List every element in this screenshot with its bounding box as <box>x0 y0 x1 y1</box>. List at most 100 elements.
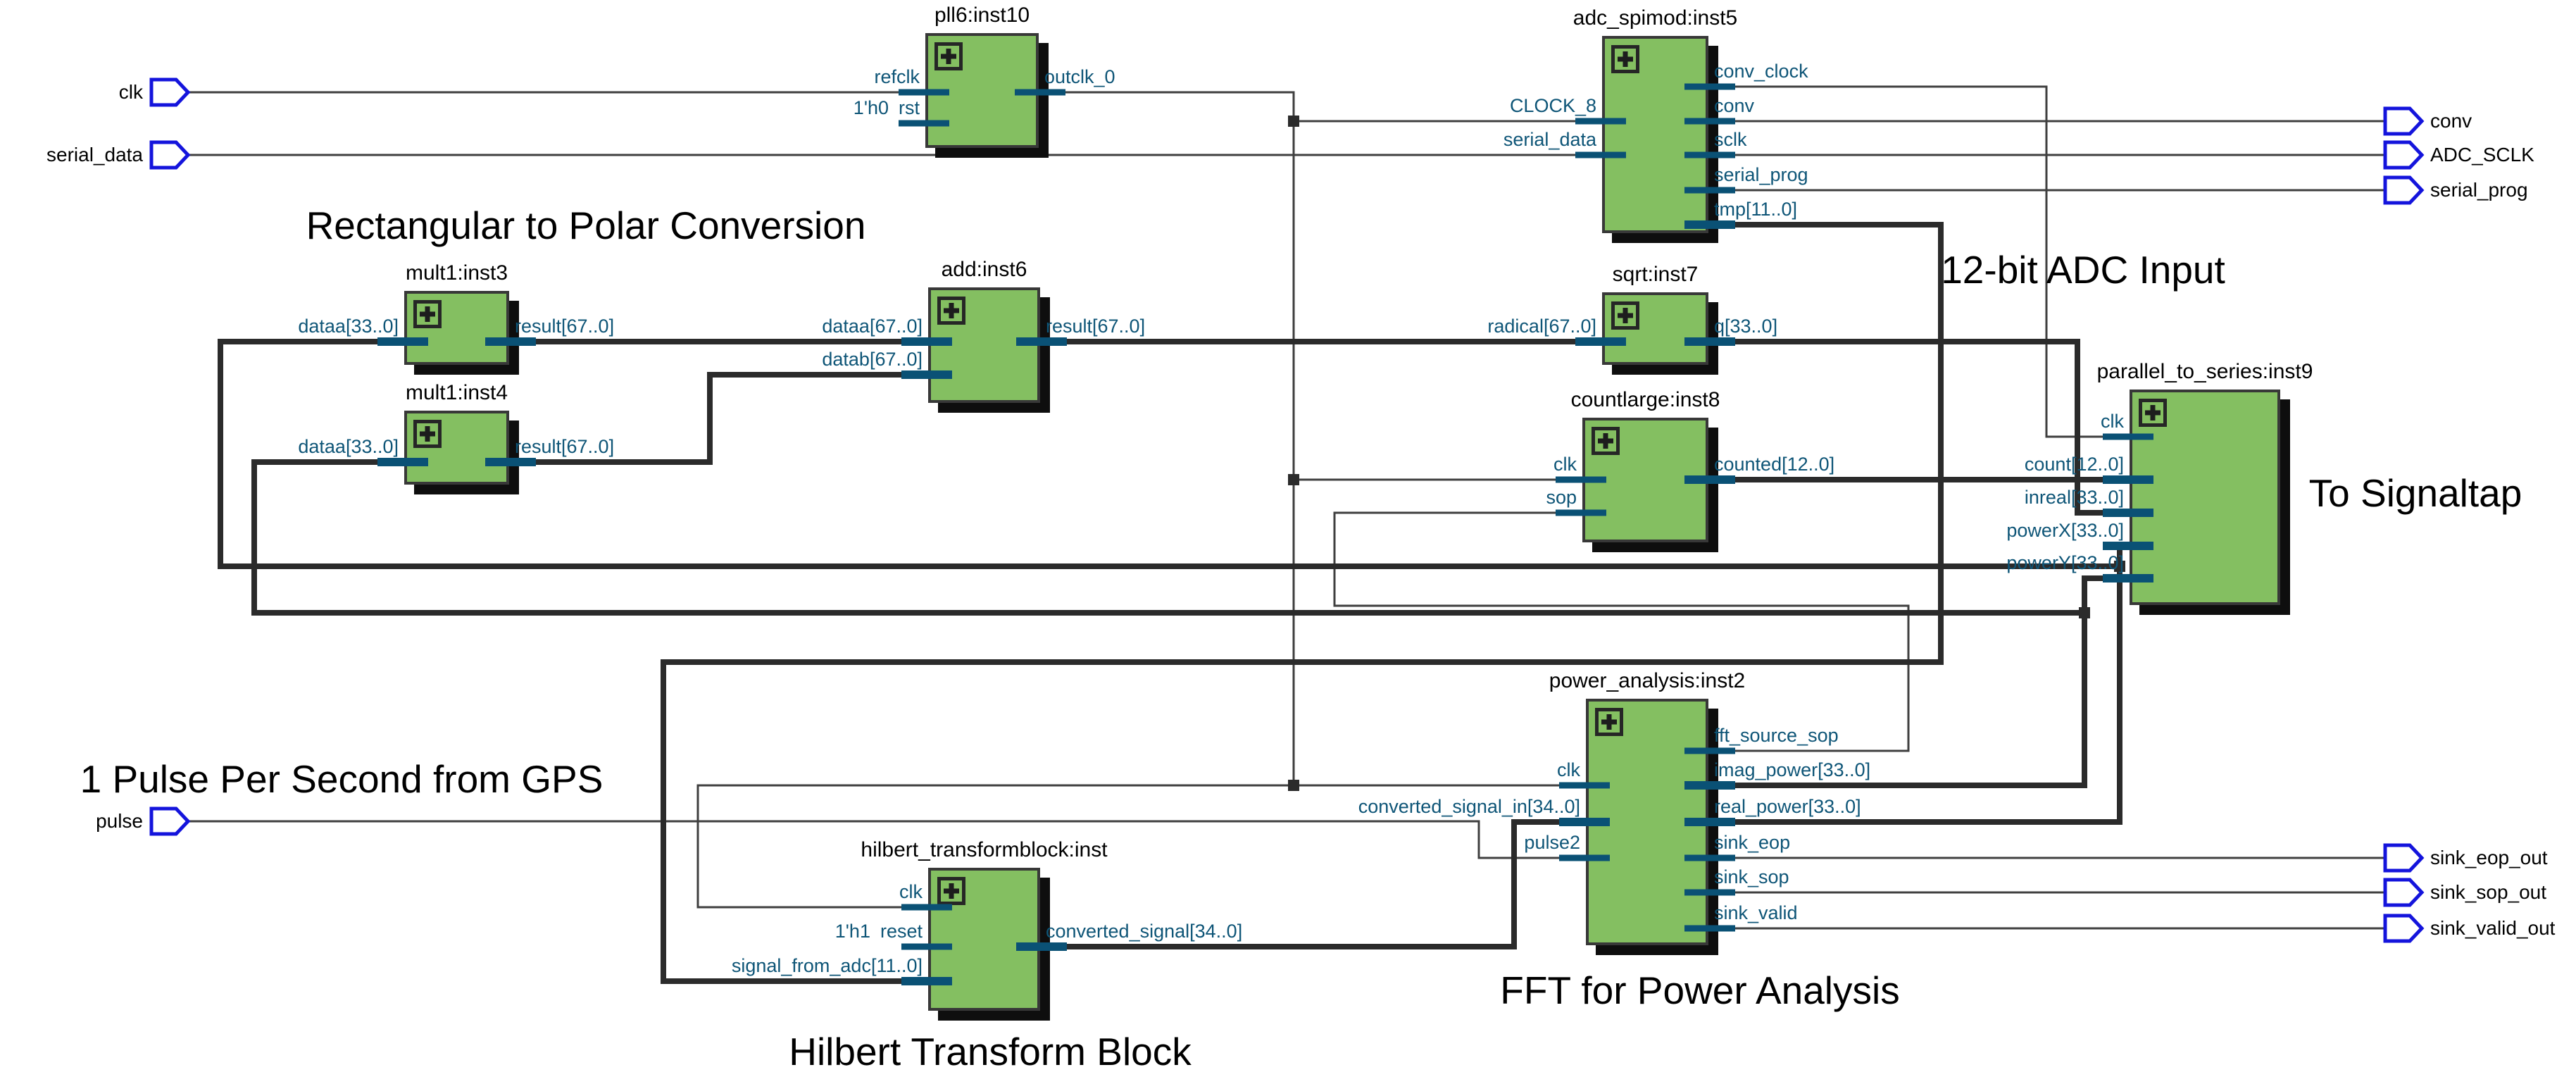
port-label-real_power[33..0]: real_power[33..0] <box>1714 796 1861 817</box>
port-name: converted_signal_in[34..0] <box>1358 796 1580 817</box>
annotation-text: To Signaltap <box>2308 471 2522 515</box>
port-label-signal_from_adc[11..0]: signal_from_adc[11..0] <box>732 957 923 976</box>
block-title: add:inst6 <box>941 258 1027 281</box>
port-label-sink_eop: sink_eop <box>1714 832 1791 853</box>
port-label-converted_signal_in[34..0]: converted_signal_in[34..0] <box>1358 797 1580 816</box>
port-label-dataa[67..0]: dataa[67..0] <box>822 317 923 336</box>
wire-junction <box>2114 561 2125 572</box>
port-label-result[67..0]: result[67..0] <box>515 436 615 457</box>
pin-label-sink_eop_out: sink_eop_out <box>2430 847 2548 868</box>
expand-icon[interactable] <box>934 42 963 70</box>
port-label-clk: clk <box>1553 455 1577 474</box>
port-label-result[67..0]: result[67..0] <box>515 316 615 337</box>
wire-fft-source-sop[interactable] <box>1333 511 1910 752</box>
annotation-text: 1 Pulse Per Second from GPS <box>80 757 604 801</box>
wire-converted-signal[interactable] <box>1037 819 1589 949</box>
port-name: clk <box>1553 454 1577 475</box>
port-label-powerY[33..0]: powerY[33..0] <box>2006 554 2124 573</box>
expand-icon[interactable] <box>2139 399 2167 427</box>
block-mult1-inst4[interactable] <box>404 411 509 485</box>
block-parallel_to_series-inst9[interactable] <box>2130 390 2280 605</box>
block-title: countlarge:inst8 <box>1570 388 1720 411</box>
port-label-sop: sop <box>1546 488 1577 507</box>
port-label-clk: clk <box>899 883 923 902</box>
expand-icon[interactable] <box>1611 45 1639 73</box>
port-label-rst: 1'h0 rst <box>854 99 920 118</box>
port-name: signal_from_adc[11..0] <box>731 955 923 976</box>
wire-clk-to-hilbert[interactable] <box>696 784 1295 909</box>
block-title: pll6:inst10 <box>934 4 1030 27</box>
block-title: mult1:inst3 <box>405 261 508 285</box>
expand-icon[interactable] <box>937 877 965 905</box>
port-label-count[12..0]: count[12..0] <box>2025 455 2124 474</box>
port-name: CLOCK_8 <box>1509 95 1596 116</box>
block-title: parallel_to_series:inst9 <box>2096 360 2313 383</box>
port-name: clk <box>2101 411 2124 432</box>
pin-label-sink_valid_out: sink_valid_out <box>2430 917 2556 939</box>
port-label-refclk: refclk <box>874 68 920 87</box>
expand-icon[interactable] <box>413 420 442 448</box>
block-hilbert_transformblock-inst[interactable] <box>928 868 1040 1011</box>
port-name: dataa[33..0] <box>298 316 399 337</box>
block-title: sqrt:inst7 <box>1612 263 1699 286</box>
block-title: mult1:inst4 <box>405 381 508 404</box>
pin-label-ADC_SCLK: ADC_SCLK <box>2430 144 2534 166</box>
block-title: hilbert_transformblock:inst <box>861 838 1108 861</box>
pin-label-conv: conv <box>2430 110 2472 132</box>
wire-real-power-to-mult3[interactable] <box>218 339 2122 569</box>
port-label-datab[67..0]: datab[67..0] <box>822 350 923 369</box>
port-label-sclk: sclk <box>1714 129 1747 150</box>
port-name: reset <box>880 921 923 942</box>
block-mult1-inst3[interactable] <box>404 291 509 365</box>
port-label-dataa[33..0]: dataa[33..0] <box>298 437 399 456</box>
pin-label-sink_sop_out: sink_sop_out <box>2430 881 2547 903</box>
expand-icon[interactable] <box>413 300 442 328</box>
annotation-text: FFT for Power Analysis <box>1500 968 1900 1012</box>
wire-conv-clock-to-parallel-clk[interactable] <box>1707 85 2131 438</box>
port-label-radical[67..0]: radical[67..0] <box>1487 317 1596 336</box>
port-name: dataa[67..0] <box>822 316 923 337</box>
pin-label-clk: clk <box>118 81 143 103</box>
block-adc_spimod-inst5[interactable] <box>1602 36 1708 233</box>
port-name: radical[67..0] <box>1487 316 1596 337</box>
port-name: refclk <box>874 66 920 87</box>
wire-junction <box>2079 607 2090 618</box>
expand-icon[interactable] <box>1611 301 1639 330</box>
port-name: powerY[33..0] <box>2006 552 2124 573</box>
port-name: datab[67..0] <box>822 349 923 370</box>
annotation-text: Hilbert Transform Block <box>789 1030 1192 1073</box>
port-label-fft_source_sop: fft_source_sop <box>1714 725 1839 746</box>
port-label-imag_power[33..0]: imag_power[33..0] <box>1714 759 1871 780</box>
block-sqrt-inst7[interactable] <box>1602 292 1708 365</box>
port-label-sink_valid: sink_valid <box>1714 902 1798 923</box>
port-name: pulse2 <box>1524 832 1580 853</box>
wire-mult4-result-to-add[interactable] <box>506 372 931 465</box>
port-label-conv_clock: conv_clock <box>1714 61 1808 82</box>
block-title: adc_spimod:inst5 <box>1573 6 1738 30</box>
expand-icon[interactable] <box>1595 708 1623 736</box>
block-title: power_analysis:inst2 <box>1549 669 1746 692</box>
port-label-counted[12..0]: counted[12..0] <box>1714 454 1835 475</box>
wire-outclk0-to-clock8[interactable] <box>1037 91 1603 123</box>
port-label-CLOCK_8: CLOCK_8 <box>1510 96 1596 116</box>
port-label-serial_data: serial_data <box>1503 130 1596 149</box>
wire-tmp-to-hilbert[interactable] <box>661 222 1944 984</box>
wire-junction <box>1288 780 1299 791</box>
wire-junction <box>1288 474 1299 485</box>
port-label-inreal[33..0]: inreal[33..0] <box>2025 488 2124 507</box>
wire-imag-power-to-mult4[interactable] <box>251 459 2087 616</box>
port-constant: 1'h0 <box>853 97 889 118</box>
expand-icon[interactable] <box>1592 427 1620 455</box>
port-label-converted_signal[34..0]: converted_signal[34..0] <box>1046 921 1243 942</box>
port-name: rst <box>899 97 920 118</box>
port-label-clk: clk <box>2101 412 2124 431</box>
port-name: serial_data <box>1503 129 1596 150</box>
port-label-result[67..0]: result[67..0] <box>1046 316 1146 337</box>
expand-icon[interactable] <box>937 297 965 325</box>
port-name: inreal[33..0] <box>2024 487 2124 508</box>
wire-pulse-to-pulse2[interactable] <box>187 820 1587 859</box>
